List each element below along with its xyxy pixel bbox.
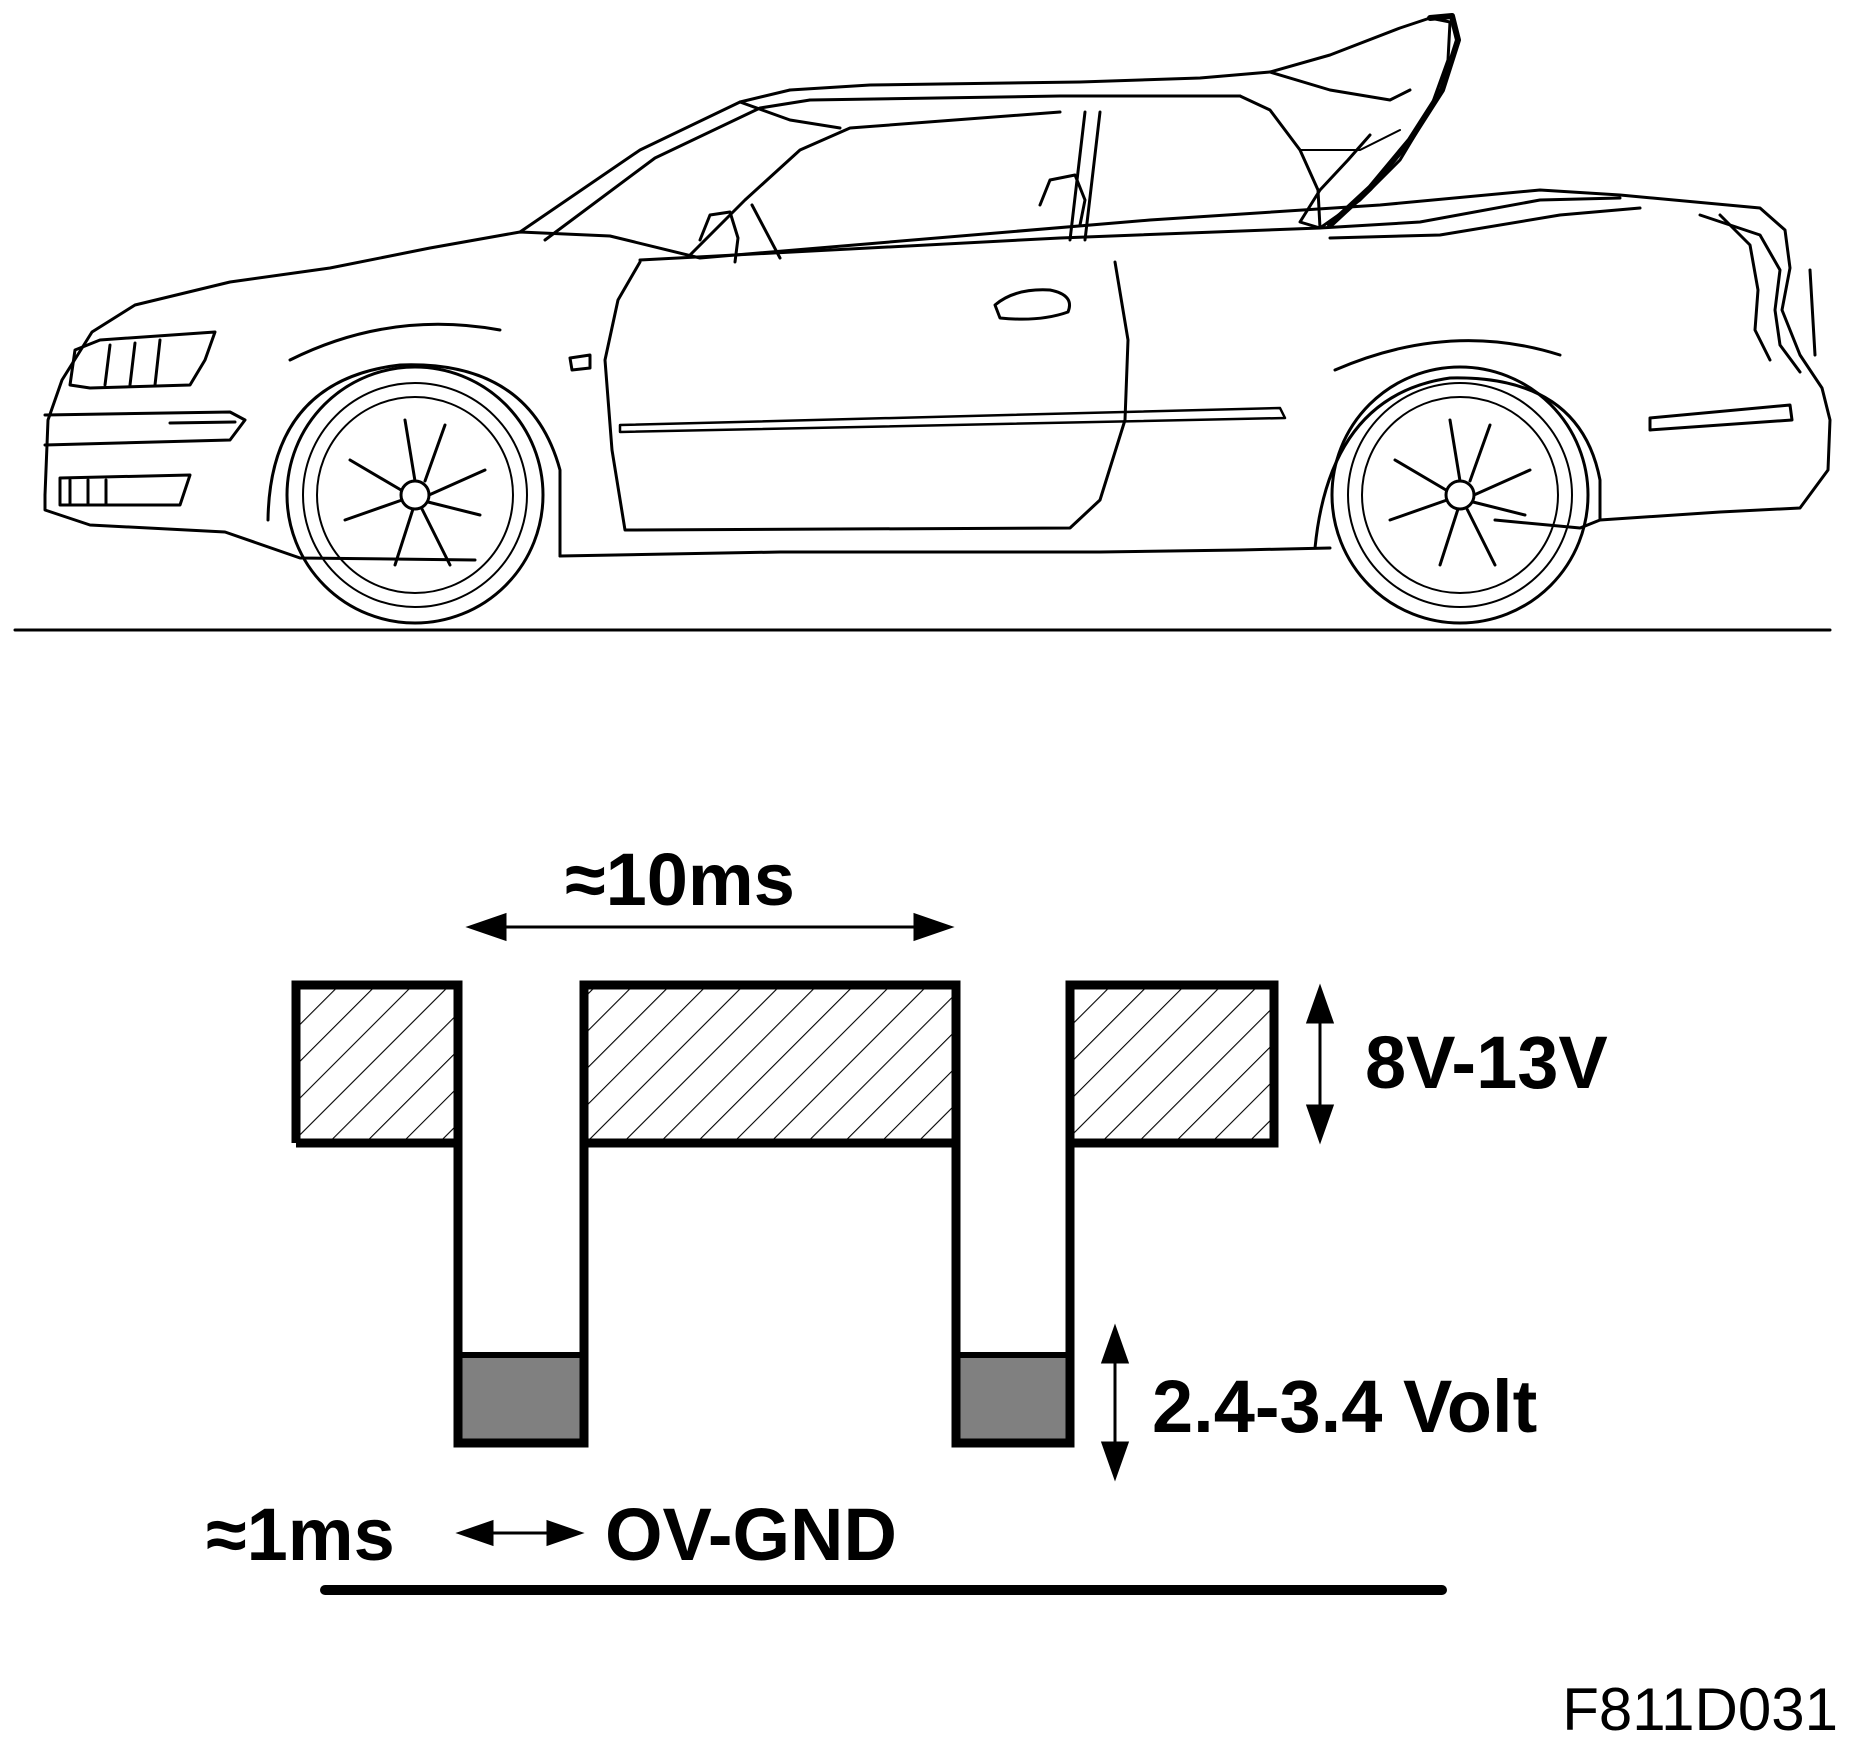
pulse-width-arrow [455,1519,585,1547]
b-pillar [1068,110,1087,242]
rear-wheel [1330,365,1590,625]
front-bumper [43,410,247,447]
rear-seat [1038,173,1087,227]
waveform-outline [291,980,1279,1448]
low-level-block-1 [462,1355,580,1443]
period-arrow [465,912,955,942]
side-molding [618,406,1287,434]
low-level-label: 2.4-3.4 Volt [1152,1365,1537,1448]
headlight [68,330,217,390]
front-seat [698,210,740,264]
figure-code: F811D031 [1562,1676,1838,1743]
car-body-outline [43,188,1832,530]
period-label: ≈10ms [565,838,795,921]
ground-label: OV-GND [605,1493,897,1576]
high-level-label: 8V-13V [1365,1021,1608,1104]
high-level-block-1 [296,985,458,1143]
low-level-arrow [1100,1323,1130,1482]
front-fender-arch [266,363,562,558]
high-level-block-3 [1072,985,1274,1143]
high-level-block-2 [584,985,956,1143]
front-wheel [285,365,545,625]
pulse-waveform-diagram: ≈10ms 8V-13V 2.4-3.4 Volt ≈1ms OV-GND [206,838,1608,1595]
windshield [518,88,792,234]
pulse-width-label: ≈1ms [206,1493,395,1576]
low-level-block-2 [952,1355,1070,1443]
door-outline [603,260,1130,532]
high-level-arrow [1305,983,1335,1145]
convertible-car-illustration [13,13,1832,632]
door-handle [993,288,1071,321]
